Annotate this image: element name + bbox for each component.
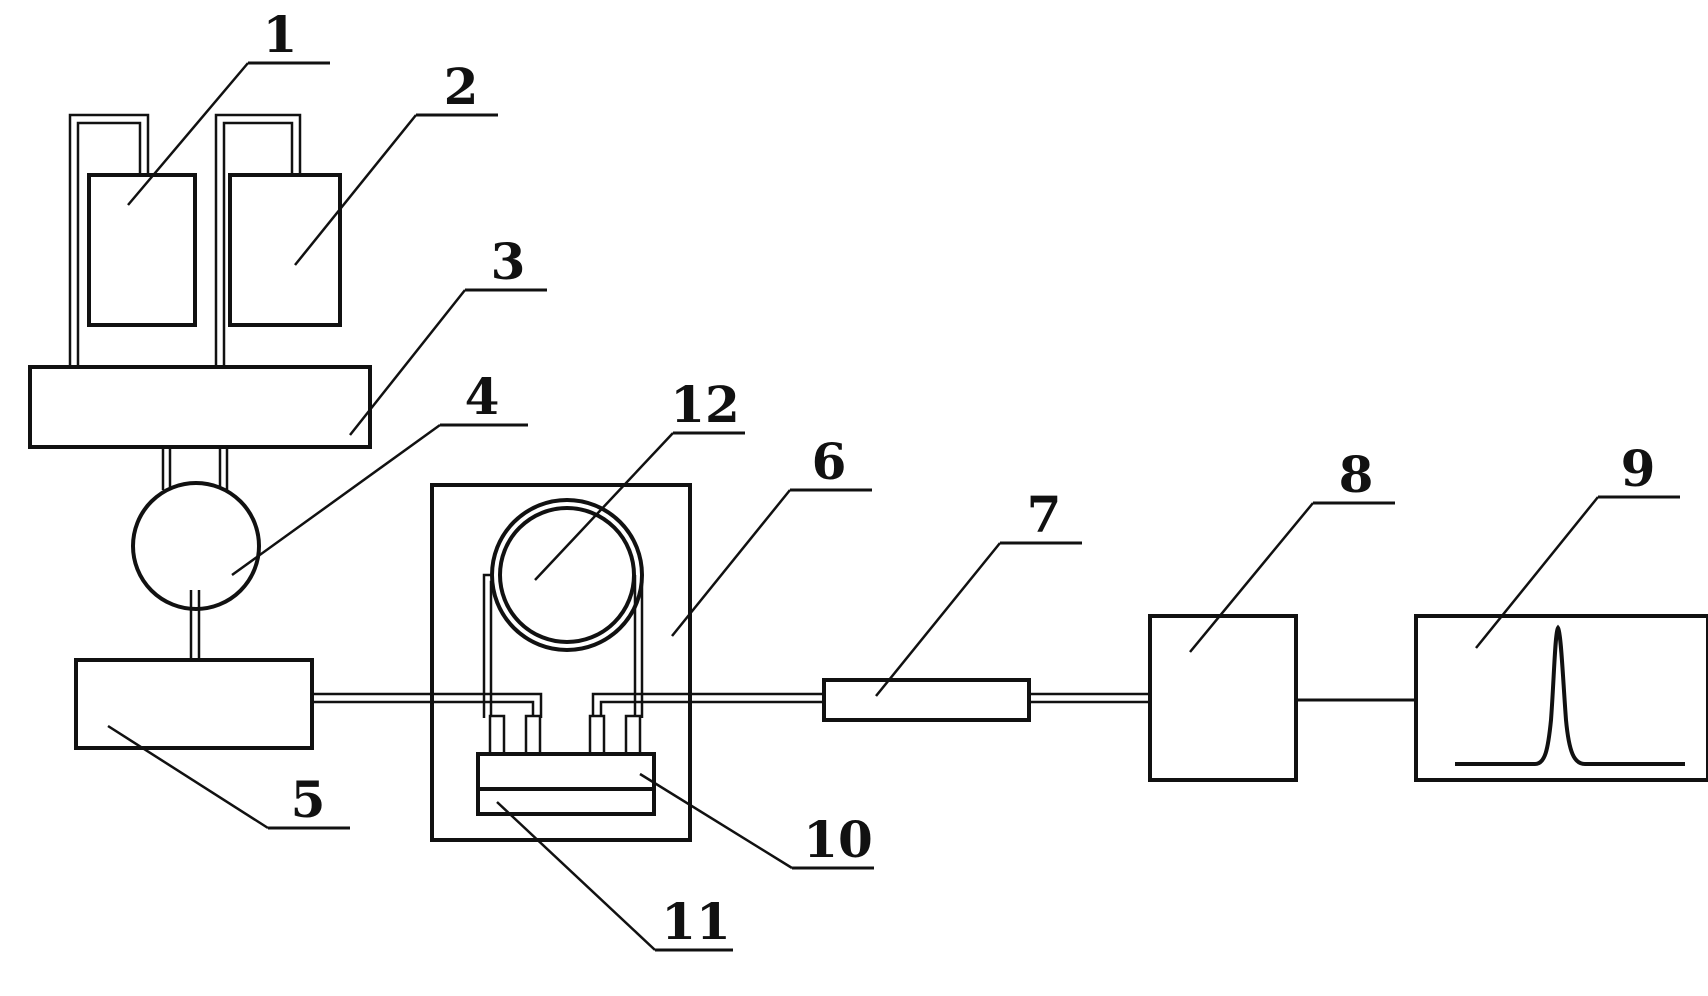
block-3	[28, 365, 372, 449]
tube-valve-4-to-block-5	[189, 590, 201, 660]
tube-bottle-1	[68, 113, 150, 367]
valve-4	[131, 481, 261, 611]
block-5	[74, 658, 314, 750]
label-5: 5	[291, 770, 326, 829]
tube-bottle-2	[214, 113, 302, 367]
tube-block-3-to-valve-4	[161, 447, 229, 490]
label-10: 10	[803, 810, 873, 869]
label-11: 11	[661, 892, 731, 951]
label-1: 1	[263, 5, 298, 64]
label-4: 4	[465, 367, 500, 426]
tube-chip-to-column-7	[591, 692, 824, 718]
microchip-10	[476, 752, 656, 791]
label-8: 8	[1339, 445, 1374, 504]
label-2: 2	[444, 57, 479, 116]
label-6: 6	[812, 432, 847, 491]
chromatogram-peak	[1455, 624, 1685, 766]
reagent-bottle-2	[228, 173, 342, 327]
leader-lines	[107, 61, 1680, 952]
detector-8	[1148, 614, 1298, 782]
label-12: 12	[670, 375, 740, 434]
label-7: 7	[1027, 485, 1062, 544]
column-7	[822, 678, 1031, 722]
reagent-bottle-1	[87, 173, 197, 327]
tube-column-7-to-detector-8	[1029, 692, 1150, 704]
chip-ports	[488, 714, 642, 758]
label-9: 9	[1621, 439, 1656, 498]
heater-11	[476, 787, 656, 816]
label-3: 3	[491, 232, 526, 291]
tube-block-5-to-chip	[312, 692, 543, 718]
